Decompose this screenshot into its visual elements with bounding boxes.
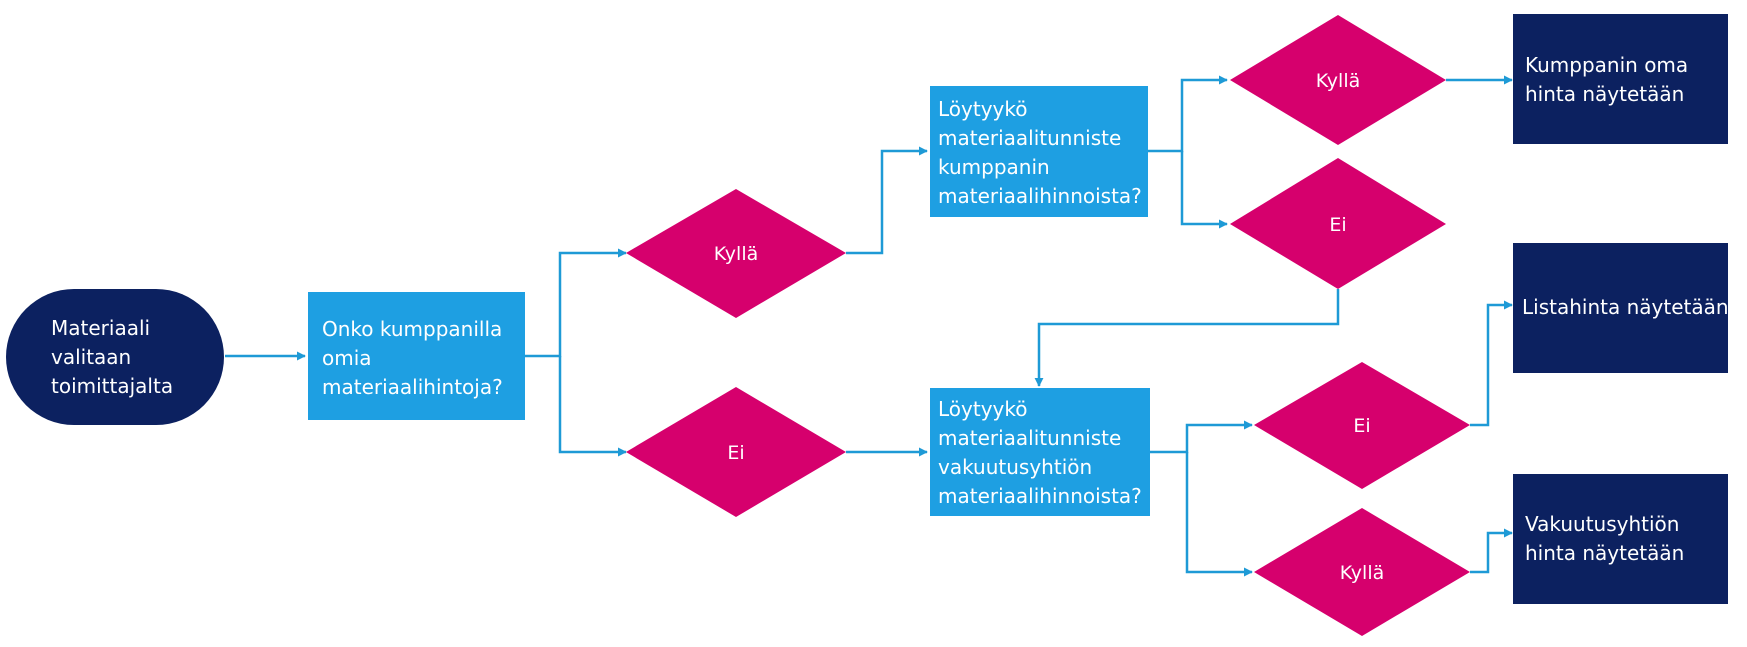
decision-label: Kyllä	[714, 243, 759, 265]
result-box	[1513, 243, 1728, 373]
decision-diamond	[626, 387, 846, 517]
question-partner-list: Löytyykö materiaalitunniste kumppanin ma…	[930, 86, 1148, 217]
decision-label: Kyllä	[1340, 562, 1385, 584]
start-terminal-shape	[6, 289, 224, 425]
decision-label: Kyllä	[1316, 70, 1361, 92]
decision-label: Ei	[1353, 415, 1370, 437]
connector-no-to-insurer-list-loop	[1034, 289, 1340, 387]
decision-diamond	[1230, 158, 1446, 289]
question-partner-prices-label: Onko kumppanilla omia materiaalihintoja?	[322, 317, 509, 399]
question-insurer-list: Löytyykö materiaalitunniste vakuutusyhti…	[930, 388, 1150, 516]
process-box	[930, 388, 1150, 516]
process-box	[930, 86, 1148, 217]
question-insurer-list-label: Löytyykö materiaalitunniste vakuutusyhti…	[938, 397, 1142, 508]
connector-insurer-list-to-yes	[1185, 452, 1253, 577]
decision-label: Ei	[727, 442, 744, 464]
process-box	[308, 292, 525, 420]
decision-no-partner-list: Ei	[1230, 158, 1446, 289]
connector-question-to-yes	[525, 248, 627, 358]
decision-yes-insurer-list: Kyllä	[1254, 508, 1470, 636]
decision-no-partner-prices: Ei	[626, 387, 846, 517]
question-partner-list-label: Löytyykö materiaalitunniste kumppanin ma…	[938, 97, 1142, 208]
decision-label: Ei	[1329, 214, 1346, 236]
connector-partner-list-to-yes	[1148, 75, 1228, 153]
decision-diamond	[1254, 362, 1470, 489]
result-insurer-price: Vakuutusyhtiön hinta näytetään	[1513, 474, 1728, 604]
result-partner-price-label: Kumppanin oma hinta näytetään	[1525, 53, 1695, 106]
connector-question-to-no	[558, 356, 627, 457]
result-insurer-price-label: Vakuutusyhtiön hinta näytetään	[1525, 512, 1686, 565]
question-partner-prices: Onko kumppanilla omia materiaalihintoja?	[308, 292, 525, 420]
connector-yes-to-partner-list	[846, 146, 928, 255]
decision-no-insurer-list: Ei	[1254, 362, 1470, 489]
result-box	[1513, 14, 1728, 144]
connector-no-to-list-price	[1470, 300, 1513, 427]
decision-diamond	[626, 189, 846, 318]
result-partner-price: Kumppanin oma hinta näytetään	[1513, 14, 1728, 144]
result-list-price-label: Listahinta näytetään	[1522, 295, 1729, 319]
connector-partner-list-to-no	[1180, 151, 1228, 229]
result-box	[1513, 474, 1728, 604]
connector-yes-to-insurer-price	[1470, 528, 1513, 574]
start-label: Materiaali valitaan toimittajalta	[51, 316, 173, 398]
decision-yes-partner-list: Kyllä	[1230, 15, 1446, 145]
start-node: Materiaali valitaan toimittajalta	[6, 289, 224, 425]
decision-yes-partner-prices: Kyllä	[626, 189, 846, 318]
decision-diamond	[1254, 508, 1470, 636]
connectors	[225, 75, 1513, 577]
connector-insurer-list-to-no	[1150, 420, 1253, 454]
decision-diamond	[1230, 15, 1446, 145]
result-list-price: Listahinta näytetään	[1513, 243, 1729, 373]
